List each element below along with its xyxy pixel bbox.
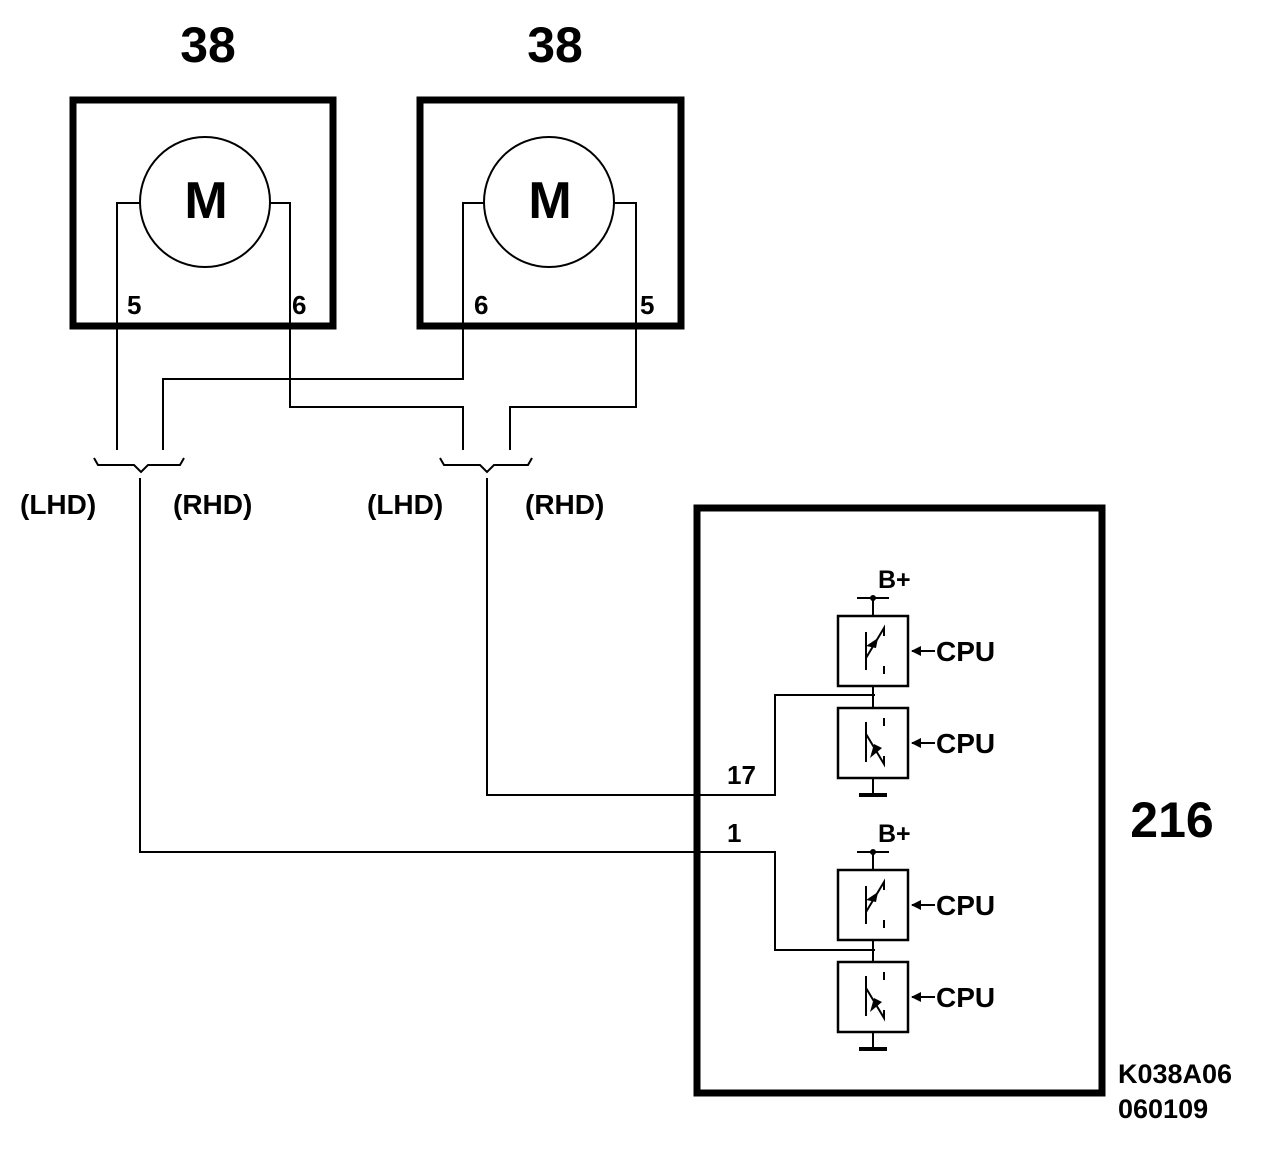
supply-label-upper: B+ [878, 566, 911, 594]
supply-label-lower: B+ [878, 820, 911, 848]
control-module-housing [693, 504, 1106, 1097]
motor-right-number: 38 [527, 17, 583, 73]
module-pin-17: 17 [727, 760, 756, 790]
motor-left: 38 M 5 6 [69, 17, 464, 450]
motor-right: 38 M 6 5 [162, 17, 685, 450]
half-bridge-lower: B+ CPU CPU [836, 820, 995, 1051]
module-pin-1: 1 [727, 818, 741, 848]
motor-left-housing [69, 96, 337, 330]
cpu-label-1: CPU [936, 636, 995, 667]
motor-left-pin-5: 5 [127, 290, 141, 320]
branch-right-rhd-label: (RHD) [525, 489, 604, 520]
high-side-switch-lower [836, 868, 910, 942]
motor-left-letter: M [184, 172, 227, 230]
motor-left-symbol [139, 136, 271, 268]
branch-right-lhd-label: (LHD) [367, 489, 443, 520]
cpu-label-3: CPU [936, 890, 995, 921]
branch-left-lhd-label: (LHD) [20, 489, 96, 520]
high-side-switch-upper [836, 614, 910, 688]
cpu-label-4: CPU [936, 982, 995, 1013]
low-side-switch-lower [836, 960, 910, 1034]
motor-right-letter: M [528, 172, 571, 230]
low-side-switch-upper [836, 706, 910, 780]
motor-right-pin-5: 5 [640, 290, 654, 320]
branch-left: (LHD) (RHD) [20, 457, 252, 520]
motor-left-pin-6: 6 [292, 290, 306, 320]
motor-right-housing [416, 96, 685, 330]
motor-left-number: 38 [180, 17, 236, 73]
motor-right-pin-6: 6 [474, 290, 488, 320]
branch-right: (LHD) (RHD) [367, 457, 604, 520]
branch-left-brace [93, 457, 185, 474]
control-module-number: 216 [1130, 792, 1213, 848]
figure-code-line1: K038A06 [1118, 1059, 1232, 1089]
wire-to-pin-1 [139, 478, 875, 951]
branch-right-brace [439, 457, 533, 474]
figure-code-line2: 060109 [1118, 1094, 1208, 1124]
branch-left-rhd-label: (RHD) [173, 489, 252, 520]
motor-right-symbol [483, 136, 615, 268]
control-module: 216 17 1 B+ CPU CPU B+ [693, 504, 1214, 1097]
wire-to-pin-17 [486, 478, 875, 796]
cpu-label-2: CPU [936, 728, 995, 759]
half-bridge-upper: B+ CPU CPU [836, 566, 995, 797]
